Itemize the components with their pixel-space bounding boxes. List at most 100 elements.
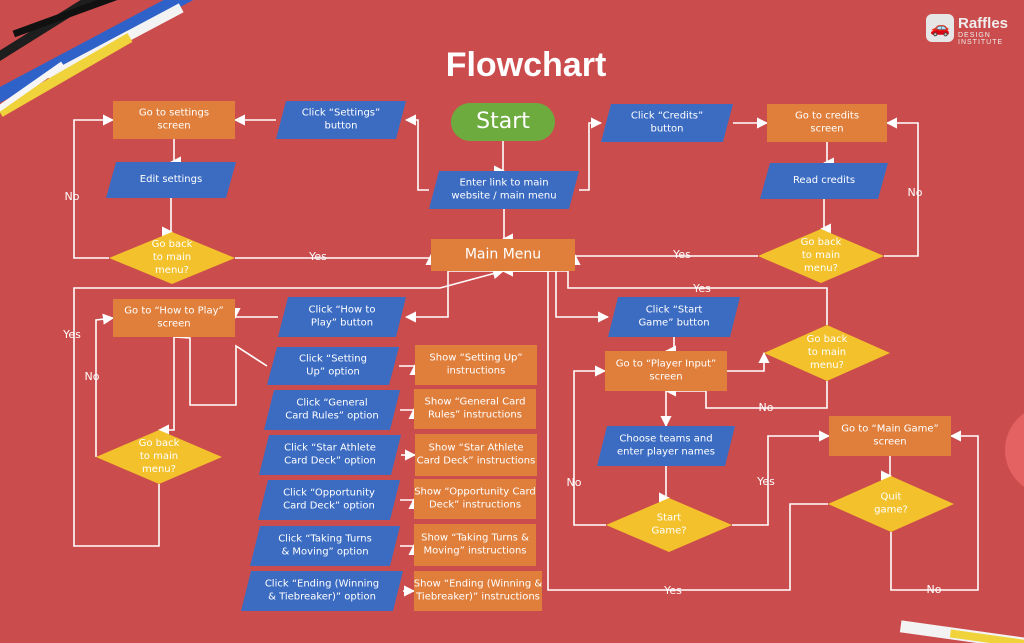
node-show-turns: Show “Taking Turns &Moving” instructions — [414, 524, 536, 566]
node-label-line: menu? — [804, 263, 838, 274]
connector-click_start_game-to-goto_player_input — [664, 337, 677, 357]
connector-main_menu-to-click_start_game — [503, 270, 610, 323]
node-shape-terminator — [451, 103, 555, 141]
node-shape-io — [106, 162, 236, 198]
decorative-circle — [1005, 413, 1024, 487]
node-label-line: Card Deck” option — [284, 456, 376, 467]
page-title: Flowchart — [446, 46, 607, 84]
node-label-line: Card Deck” option — [283, 501, 375, 512]
node-shape-decision — [828, 476, 954, 532]
connector-goto_player_input-to-back_player — [727, 351, 770, 372]
node-label-line: & Tiebreaker)” option — [268, 592, 376, 603]
node-shape-io — [258, 480, 400, 520]
node-label-line: Show “General Card — [425, 397, 526, 408]
node-label-line: menu? — [142, 464, 176, 475]
node-label-line: Go to settings — [139, 108, 209, 119]
connector-back_settings-to-main_menu — [235, 253, 437, 266]
node-label-line: Go back — [139, 438, 180, 449]
node-label-line: Game? — [651, 526, 686, 537]
node-label-line: Rules” instructions — [428, 410, 522, 421]
node-goto-settings: Go to settings screen — [113, 101, 235, 139]
connector-click_setup-to-show_setup — [399, 363, 421, 376]
node-goto-player-input: Go to “Player Input”screen — [605, 351, 727, 391]
connector-click_opp-to-show_opp — [400, 497, 420, 510]
node-label-line: Go back — [152, 239, 193, 250]
connector-read_credits-to-back_credits — [819, 199, 832, 235]
connector-goto_credits-to-read_credits — [822, 142, 835, 169]
connector-click_howto-to-goto_howto — [229, 307, 278, 320]
node-label-line: Card Rules” option — [285, 411, 379, 422]
node-shape-io — [597, 426, 735, 466]
node-label-line: Up” option — [306, 367, 360, 378]
node-label-line: Show “Opportunity Card — [414, 487, 536, 498]
node-shape-process — [605, 351, 727, 391]
edge-label-yes-howto: Yes — [62, 328, 81, 341]
node-label-line: Click “Opportunity — [283, 488, 375, 499]
connector-enter_link-to-click_settings — [404, 114, 429, 191]
node-label-line: Click “Credits” — [631, 111, 703, 122]
node-shape-process — [431, 239, 575, 271]
node-shape-io — [601, 104, 733, 142]
node-label-line: Card Deck” instructions — [417, 456, 536, 467]
node-click-turns: Click “Taking Turns& Moving” option — [250, 526, 400, 566]
node-start: Start — [451, 103, 555, 141]
node-shape-io — [264, 390, 400, 430]
node-label-line: Click “Start — [646, 305, 703, 316]
node-label-line: Quit — [881, 492, 902, 503]
node-label-line: Tiebreaker)” instructions — [415, 592, 540, 603]
edge-label-no-settings: No — [65, 190, 80, 203]
node-shape-io — [760, 163, 888, 199]
node-goto-howto: Go to “How to Play”screen — [113, 299, 235, 337]
node-label-line: screen — [810, 124, 843, 135]
node-read-credits: Read credits — [760, 163, 888, 199]
connector-start_game_q-to-goto_main_game — [732, 430, 831, 526]
logo-name: Raffles — [958, 15, 1009, 32]
brand-logo: Raffles DESIGN INSTITUTE — [926, 14, 1018, 46]
edge-label-yes-start: Yes — [756, 475, 775, 488]
node-shape-io — [241, 571, 403, 611]
node-shape-decision — [764, 325, 890, 381]
node-label-line: Click “Taking Turns — [278, 534, 372, 545]
node-shape-decision — [109, 232, 235, 284]
node-label-line: Go to “Main Game” — [841, 424, 938, 435]
node-label-line: button — [325, 121, 358, 132]
node-shape-process — [415, 345, 537, 385]
node-label-line: screen — [157, 121, 190, 132]
node-shape-process — [414, 571, 542, 611]
node-label-line: Game” button — [638, 318, 709, 329]
node-back-howto: Go back to main menu? — [96, 430, 222, 484]
node-label-line: screen — [157, 319, 190, 330]
node-show-setup: Show “Setting Up”instructions — [415, 345, 537, 385]
connector-main_menu-to-click_howto — [404, 270, 503, 323]
node-click-ending: Click “Ending (Winning& Tiebreaker)” opt… — [241, 571, 403, 611]
node-shape-io — [608, 297, 740, 337]
node-label-line: to main — [140, 451, 178, 462]
node-show-ending: Show “Ending (Winning &Tiebreaker)” inst… — [414, 571, 542, 611]
node-label-line: Play” button — [311, 318, 373, 329]
node-label-line: to main — [808, 347, 846, 358]
node-shape-io — [276, 101, 406, 139]
node-shape-io — [429, 171, 579, 209]
node-label-line: Moving” instructions — [423, 546, 526, 557]
node-shape-io — [259, 435, 401, 475]
connector-goto_settings-to-edit_settings — [169, 139, 182, 168]
node-label-line: Go back — [807, 334, 848, 345]
node-shape-process — [767, 104, 887, 142]
node-label-line: button — [651, 124, 684, 135]
connector-click_general-to-show_general — [400, 407, 420, 420]
node-click-credits: Click “Credits” button — [601, 104, 733, 142]
node-shape-io — [267, 347, 399, 385]
node-label-line: Start — [476, 109, 530, 134]
node-goto-main-game: Go to “Main Game”screen — [829, 416, 951, 456]
